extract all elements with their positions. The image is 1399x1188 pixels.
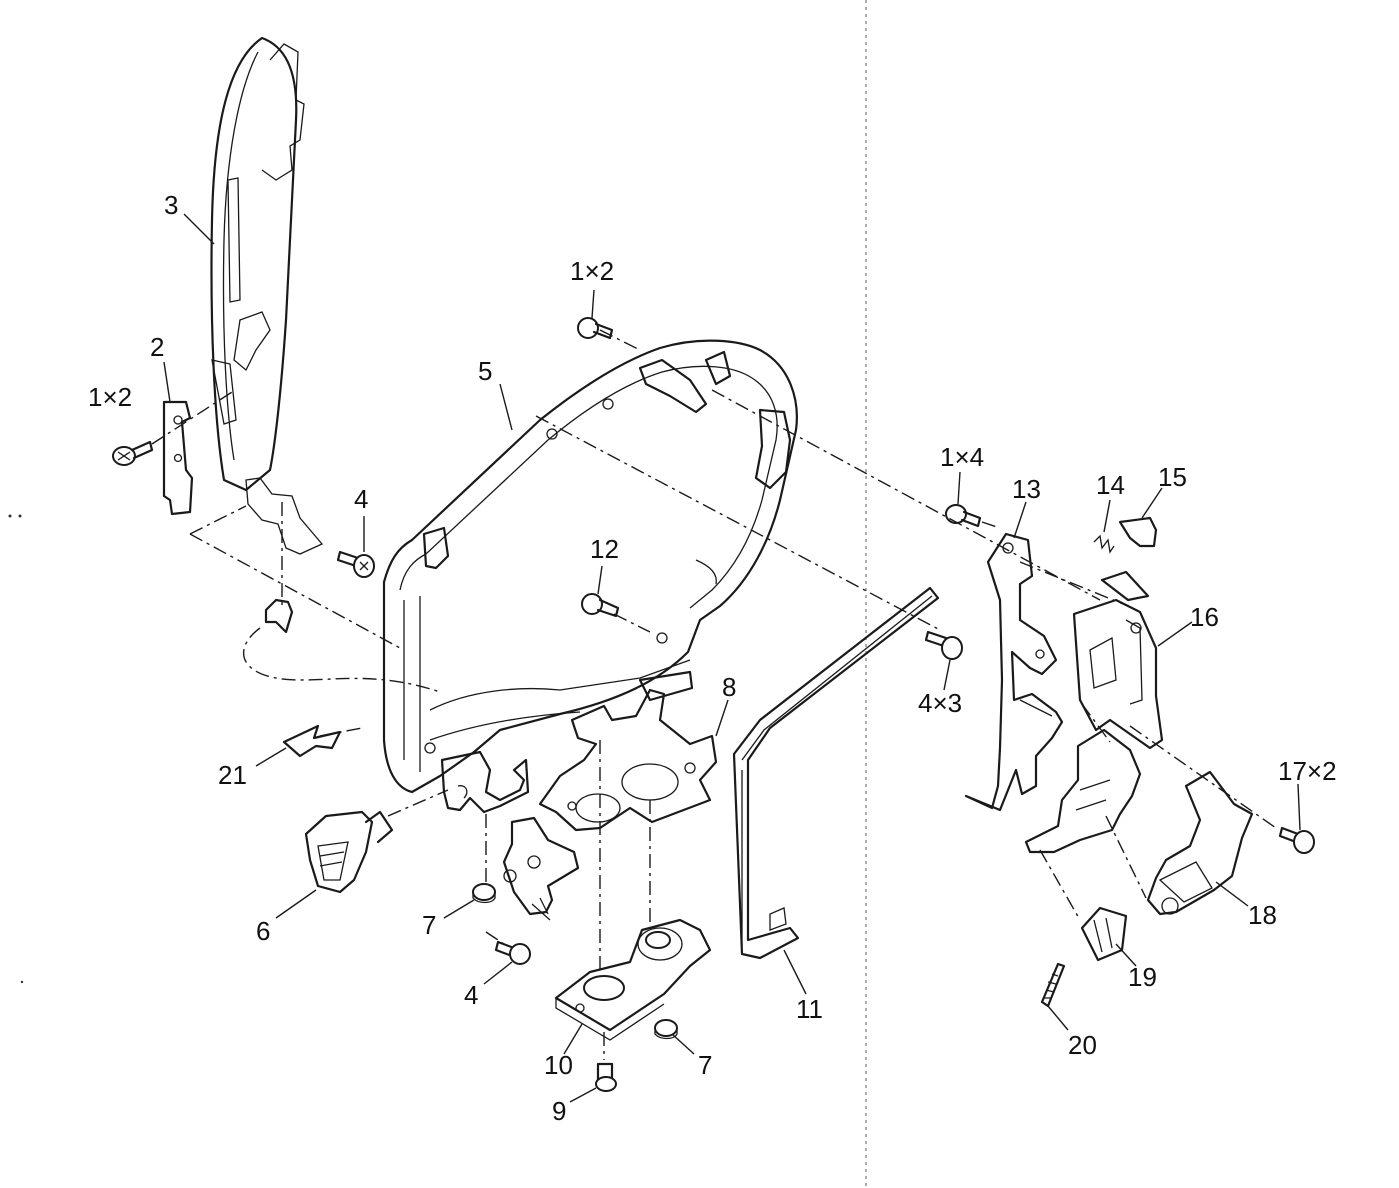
label-14: 14 [1096,470,1125,500]
label-21: 21 [218,760,247,790]
screw-4-upper [336,550,375,578]
spring-bracket [502,816,580,921]
label-1x4: 1×4 [940,442,984,472]
part-18-housing [1146,770,1254,916]
part-5-main-frame [382,339,798,794]
label-2: 2 [150,332,164,362]
label-7-left: 7 [422,910,436,940]
part-16-plate [1072,570,1164,750]
label-4x3: 4×3 [918,688,962,718]
label-4-upper: 4 [354,484,368,514]
label-1x2-top: 1×2 [570,256,614,286]
screw-1x2-top [577,317,614,340]
part-20-spring [1040,962,1066,1008]
label-7-right: 7 [698,1050,712,1080]
label-18: 18 [1248,900,1277,930]
assembly-lines [151,329,1277,1060]
cap-7-left [472,883,496,904]
label-20: 20 [1068,1030,1097,1060]
screw-4-lower [494,940,531,965]
label-11: 11 [796,994,823,1024]
part-15-clip [1118,516,1158,548]
label-4-lower: 4 [464,980,478,1010]
label-3: 3 [164,190,178,220]
label-15: 15 [1158,462,1187,492]
part-2-bracket [162,400,194,516]
label-17x2: 17×2 [1278,756,1337,786]
label-1x2-left: 1×2 [88,382,132,412]
cap-7-right [654,1019,678,1040]
hook-piece [264,598,294,634]
part-13-bracket [964,532,1064,812]
screw-1x2-left [112,440,154,466]
label-19: 19 [1128,962,1157,992]
screw-12 [581,593,620,618]
part-3-side-cover [210,36,324,555]
screw-9 [595,1062,617,1092]
label-10: 10 [544,1050,573,1080]
part-11-rail [732,586,940,960]
part-10-base [554,918,712,1041]
part-14-spring [1093,534,1115,554]
screw-4x3 [924,630,963,660]
label-5: 5 [478,356,492,386]
screw-17x2 [1278,826,1315,854]
label-8: 8 [722,672,736,702]
label-12: 12 [590,534,619,564]
callout-labels: 1×2 2 3 1×2 4 5 12 1×4 13 14 15 16 4×3 8… [88,190,1337,1126]
arrow-21 [282,724,342,758]
part-6-knob [304,810,394,894]
label-16: 16 [1190,602,1219,632]
screw-1x4 [945,504,982,528]
label-9: 9 [552,1096,566,1126]
lower-right-bracket [1024,728,1142,854]
leader-lines [163,213,1301,1103]
part-19-switch [1080,906,1128,962]
lower-hinge-bracket [440,750,530,814]
part-8-plate [538,688,718,832]
label-13: 13 [1012,474,1041,504]
label-6: 6 [256,916,270,946]
